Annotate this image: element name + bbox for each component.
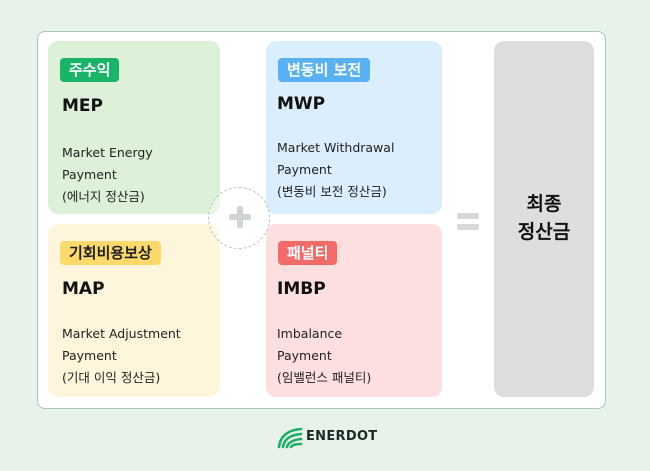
map-tag: 기회비용보상 xyxy=(60,241,161,265)
mep-code: MEP xyxy=(62,96,103,116)
enerdot-logo-icon xyxy=(277,427,303,449)
map-desc-line-2: Payment xyxy=(62,348,117,363)
mwp-desc-line-1: Market Withdrawal xyxy=(277,140,395,155)
mwp-tag: 변동비 보전 xyxy=(278,58,371,82)
final-settlement-line-1: 최종 xyxy=(526,193,562,215)
card-mep: 주수익 MEP Market Energy Payment (에너지 정산금) xyxy=(48,41,220,214)
imbp-description: Imbalance Payment (임밸런스 패널티) xyxy=(277,323,371,389)
mep-tag: 주수익 xyxy=(60,58,120,82)
final-settlement-line-2: 정산금 xyxy=(517,221,571,243)
plus-icon-vertical xyxy=(237,206,243,228)
imbp-desc-line-2: Payment xyxy=(277,348,332,363)
mep-desc-line-1: Market Energy xyxy=(62,145,153,160)
map-desc-line-3: (기대 이익 정산금) xyxy=(62,370,161,385)
equals-icon-bottom xyxy=(457,224,479,230)
mep-description: Market Energy Payment (에너지 정산금) xyxy=(62,142,153,208)
map-code: MAP xyxy=(62,279,105,299)
imbp-desc-line-1: Imbalance xyxy=(277,326,343,341)
map-desc-line-1: Market Adjustment xyxy=(62,326,181,341)
equals-icon-top xyxy=(457,213,479,219)
mep-desc-line-2: Payment xyxy=(62,167,117,182)
card-map: 기회비용보상 MAP Market Adjustment Payment (기대… xyxy=(48,224,220,397)
mwp-description: Market Withdrawal Payment (변동비 보전 정산금) xyxy=(277,137,394,203)
imbp-code: IMBP xyxy=(277,279,326,299)
imbp-desc-line-3: (임밸런스 패널티) xyxy=(277,370,372,385)
card-imbp: 패널티 IMBP Imbalance Payment (임밸런스 패널티) xyxy=(266,224,442,397)
mwp-desc-line-3: (변동비 보전 정산금) xyxy=(277,184,387,199)
brand-name: ENERDOT xyxy=(306,429,378,444)
mwp-code: MWP xyxy=(277,94,326,114)
map-description: Market Adjustment Payment (기대 이익 정산금) xyxy=(62,323,181,389)
mwp-desc-line-2: Payment xyxy=(277,162,332,177)
mep-desc-line-3: (에너지 정산금) xyxy=(62,189,145,204)
card-mwp: 변동비 보전 MWP Market Withdrawal Payment (변동… xyxy=(266,41,442,214)
final-settlement-box: 최종 정산금 xyxy=(494,41,594,397)
imbp-tag: 패널티 xyxy=(278,241,338,265)
